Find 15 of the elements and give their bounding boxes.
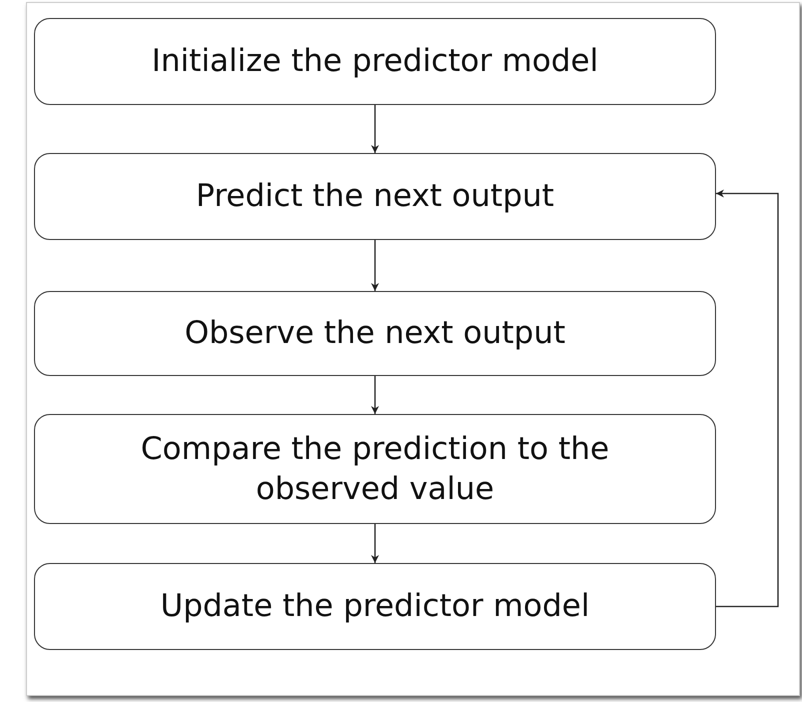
arrow bbox=[371, 524, 379, 563]
process-box bbox=[34, 414, 716, 524]
arrow bbox=[371, 105, 379, 153]
step-label: Initialize the predictor model bbox=[152, 42, 598, 82]
step-label: Compare the prediction to the observed value bbox=[140, 430, 610, 509]
process-box bbox=[34, 563, 716, 650]
process-box bbox=[34, 18, 716, 105]
arrow bbox=[371, 376, 379, 414]
step-label: Update the predictor model bbox=[160, 587, 590, 626]
step-label: Predict the next output bbox=[196, 177, 554, 216]
arrow bbox=[716, 190, 779, 608]
arrow bbox=[371, 240, 379, 291]
process-box bbox=[34, 153, 716, 240]
process-box bbox=[34, 291, 716, 376]
step-label: Observe the next output bbox=[184, 314, 566, 354]
